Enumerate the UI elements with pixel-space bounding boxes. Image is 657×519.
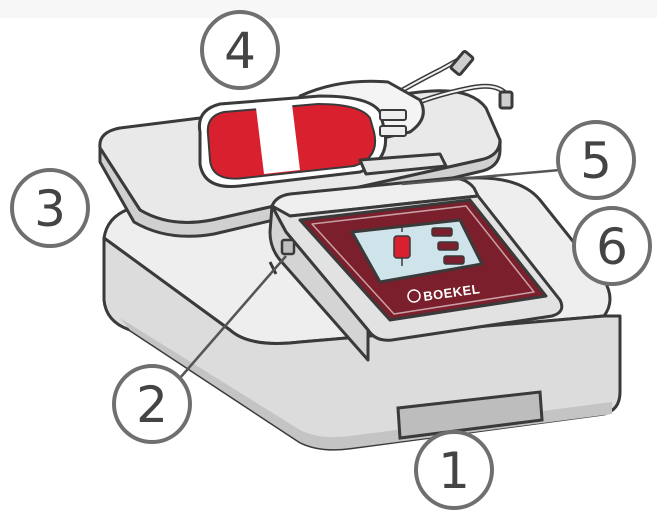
screen-button-icon <box>444 256 464 264</box>
screen-button-icon <box>438 242 458 250</box>
callout-6: 6 <box>574 208 650 284</box>
callout-number: 4 <box>224 22 256 80</box>
callout-number: 2 <box>136 376 168 434</box>
callout-5: 5 <box>558 122 634 198</box>
bag-icon <box>394 236 410 258</box>
callout-1: 1 <box>416 432 492 508</box>
callout-number: 3 <box>34 180 66 238</box>
callout-number: 5 <box>580 132 612 190</box>
side-port <box>282 240 294 254</box>
callout-2: 2 <box>114 366 190 442</box>
callout-3: 3 <box>12 170 88 246</box>
callout-number: 1 <box>438 442 470 500</box>
top-strip <box>0 0 657 18</box>
callout-4: 4 <box>202 12 278 88</box>
callout-number: 6 <box>596 218 628 276</box>
screen-button-icon <box>432 228 452 236</box>
